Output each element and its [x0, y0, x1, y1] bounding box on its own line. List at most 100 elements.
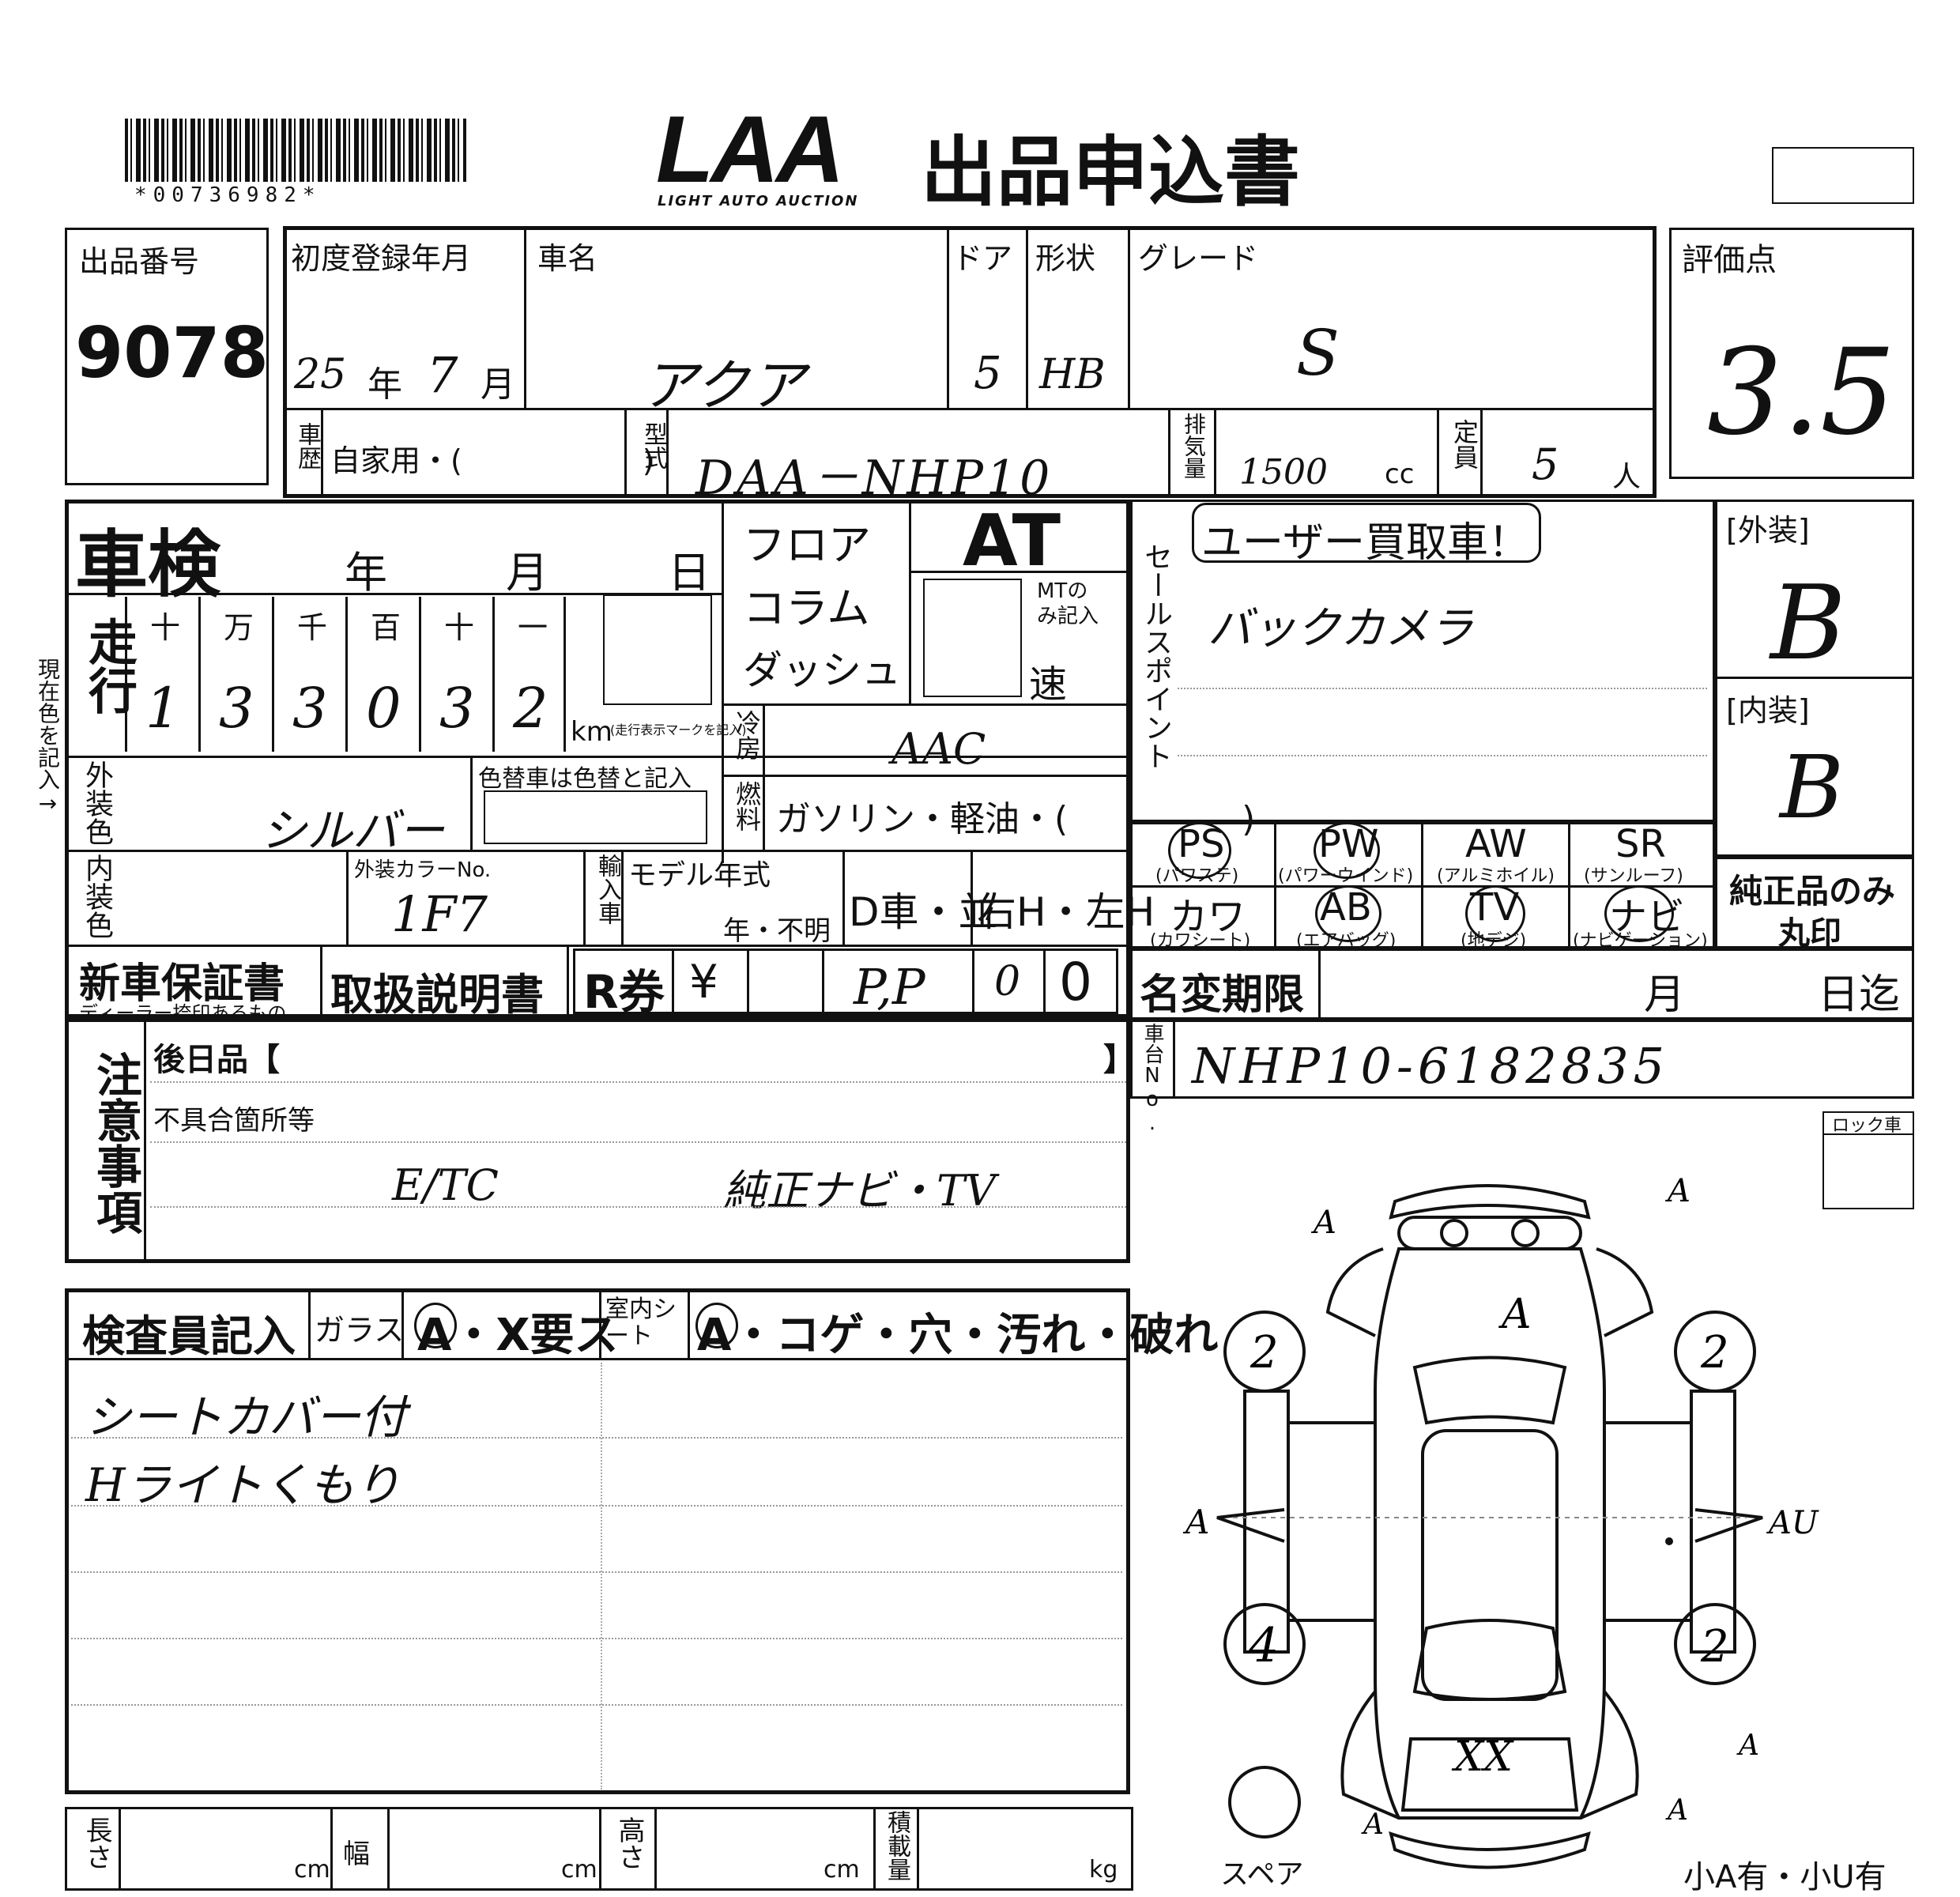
mileage-digit-2: 3 [292, 676, 328, 741]
name-change-label: 名変期限 [1140, 971, 1305, 1019]
equip-navi-circle [1604, 885, 1674, 942]
corner-box [1772, 147, 1914, 204]
aircon-value: AAC [891, 724, 986, 774]
inspector-box [65, 1288, 1130, 1794]
digit-label-2: 千 [297, 610, 328, 645]
mileage-digit-3: 0 [366, 676, 401, 741]
color-no-value: 1F7 [391, 885, 488, 943]
digit-label-4: 十 [444, 610, 475, 645]
lock-label: ロック車 [1832, 1116, 1902, 1136]
equip-aw-sub: (アルミホイル) [1437, 866, 1555, 886]
brand-logo: LAA [656, 96, 845, 202]
mileage-digit-0: 1 [145, 676, 181, 741]
equip-ab-circle [1315, 885, 1381, 942]
aircon-label: 冷房 [732, 710, 762, 760]
inspector-line-1: シートカバー付 [85, 1390, 407, 1444]
notes-box [65, 1018, 1130, 1263]
mileage-digit-4: 3 [439, 676, 475, 741]
door-value: 5 [974, 348, 1002, 399]
interior-grade-value: B [1780, 737, 1844, 838]
score-label: 評価点 [1682, 242, 1777, 278]
mileage-label: 走行 [80, 617, 138, 715]
width-unit: cm [561, 1856, 597, 1884]
spare-label: スペア [1220, 1858, 1304, 1891]
mark-left-side: A [1182, 1503, 1209, 1541]
interior-grade-label: [内装] [1726, 693, 1810, 728]
mark-rear-bumper: A [1665, 1794, 1688, 1827]
seat-label: 室内シート [605, 1295, 677, 1350]
mt-note: MTのみ記入 [1037, 579, 1099, 628]
length-label: 長さ [81, 1816, 112, 1870]
inspection-day-unit: 日 [668, 548, 710, 598]
height-unit: cm [824, 1856, 860, 1884]
seat-a-circle [695, 1303, 738, 1348]
equip-sr-sub: (サンルーフ) [1584, 866, 1683, 886]
model-label: 型式 [639, 422, 667, 470]
later-items-label: 後日品【 [153, 1042, 280, 1078]
defects-label: 不具合箇所等 [153, 1105, 315, 1137]
current-color-note: 現在色を記入→ [35, 658, 61, 817]
shift-column: コラム [743, 583, 870, 633]
warranty-label: 新車保証書 [79, 960, 285, 1008]
glass-a-circle [414, 1303, 457, 1348]
interior-color-label: 内装色 [81, 854, 113, 939]
grade-label: グレード [1138, 241, 1259, 276]
recycle-zero-b: 0 [1059, 952, 1092, 1013]
displacement-value: 1500 [1239, 452, 1328, 492]
equip-leather-sub: (カワシート) [1150, 931, 1251, 951]
first-reg-label: 初度登録年月 [291, 241, 472, 276]
first-reg-year: 25 [294, 351, 347, 398]
model-year-value: 年・不明 [723, 915, 831, 947]
exterior-color-label: 外装色 [81, 760, 113, 846]
shift-type: AT [963, 500, 1061, 583]
fuel-label: 燃料 [732, 781, 762, 832]
mileage-mark-note: (走行表示マークを記入) [610, 722, 747, 737]
mark-front-right: A [1664, 1173, 1690, 1209]
buyback-badge-text: ユーザー買取車！ [1201, 519, 1529, 567]
width-label: 幅 [343, 1839, 370, 1870]
person-unit: 人 [1612, 461, 1642, 493]
mark-front-left: A [1310, 1205, 1336, 1241]
later-items-close: 】 [1103, 1042, 1135, 1078]
shift-dash: ダッシュ [743, 647, 901, 693]
first-reg-year-unit: 年 [368, 364, 402, 405]
mark-rear-right: A [1736, 1729, 1759, 1762]
speed-unit: 速 [1029, 662, 1068, 707]
mileage-digit-1: 3 [219, 676, 254, 741]
mark-trunk: XX [1451, 1733, 1514, 1781]
history-value: 自家用・( ) [330, 443, 654, 478]
barcode-text: *00736982* [134, 183, 322, 207]
chassis-value: NHP10-6182835 [1192, 1037, 1670, 1095]
note-navi-tv: 純正ナビ・TV [723, 1166, 997, 1216]
shape-label: 形状 [1035, 241, 1096, 276]
equip-leather: カワ [1170, 895, 1246, 939]
import-label: 輸入車 [594, 854, 621, 925]
sales-point-label: セールスポイント [1140, 542, 1172, 770]
lock-box [1822, 1111, 1914, 1209]
note-etc: E/TC [392, 1160, 499, 1210]
notes-label: 注意事項 [89, 1051, 142, 1235]
first-reg-month-unit: 月 [481, 364, 515, 405]
displacement-label: 排気量 [1181, 413, 1207, 479]
model-year-label: モデル年式 [628, 859, 771, 892]
equip-ps-circle [1168, 822, 1231, 879]
genuine-note-1: 純正品のみ [1729, 872, 1896, 911]
door-label: ドア [952, 241, 1013, 276]
inspector-label: 検査員記入 [82, 1311, 296, 1361]
digit-label-0: 十 [150, 610, 181, 645]
steering-value: 右H・左H [977, 889, 1155, 935]
mileage-digit-5: 2 [513, 676, 548, 741]
score-value: 3.5 [1707, 324, 1896, 462]
exterior-grade-label: [外装] [1726, 513, 1810, 548]
recycle-value: P,P [854, 958, 925, 1016]
glass-label: ガラス [315, 1313, 405, 1348]
repaint-note: 色替車は色替と記入 [478, 765, 692, 793]
equip-tv-circle [1465, 885, 1525, 942]
listing-number-box [65, 228, 269, 485]
name-change-box [1130, 948, 1914, 1020]
sales-point-box [1130, 500, 1715, 822]
score-box [1669, 228, 1914, 479]
color-no-label: 外装カラーNo. [354, 858, 492, 882]
car-diagram: A A A A AU XX A A A 2 2 4 2 [1182, 1173, 1819, 1869]
history-label: 車歴 [293, 422, 321, 470]
